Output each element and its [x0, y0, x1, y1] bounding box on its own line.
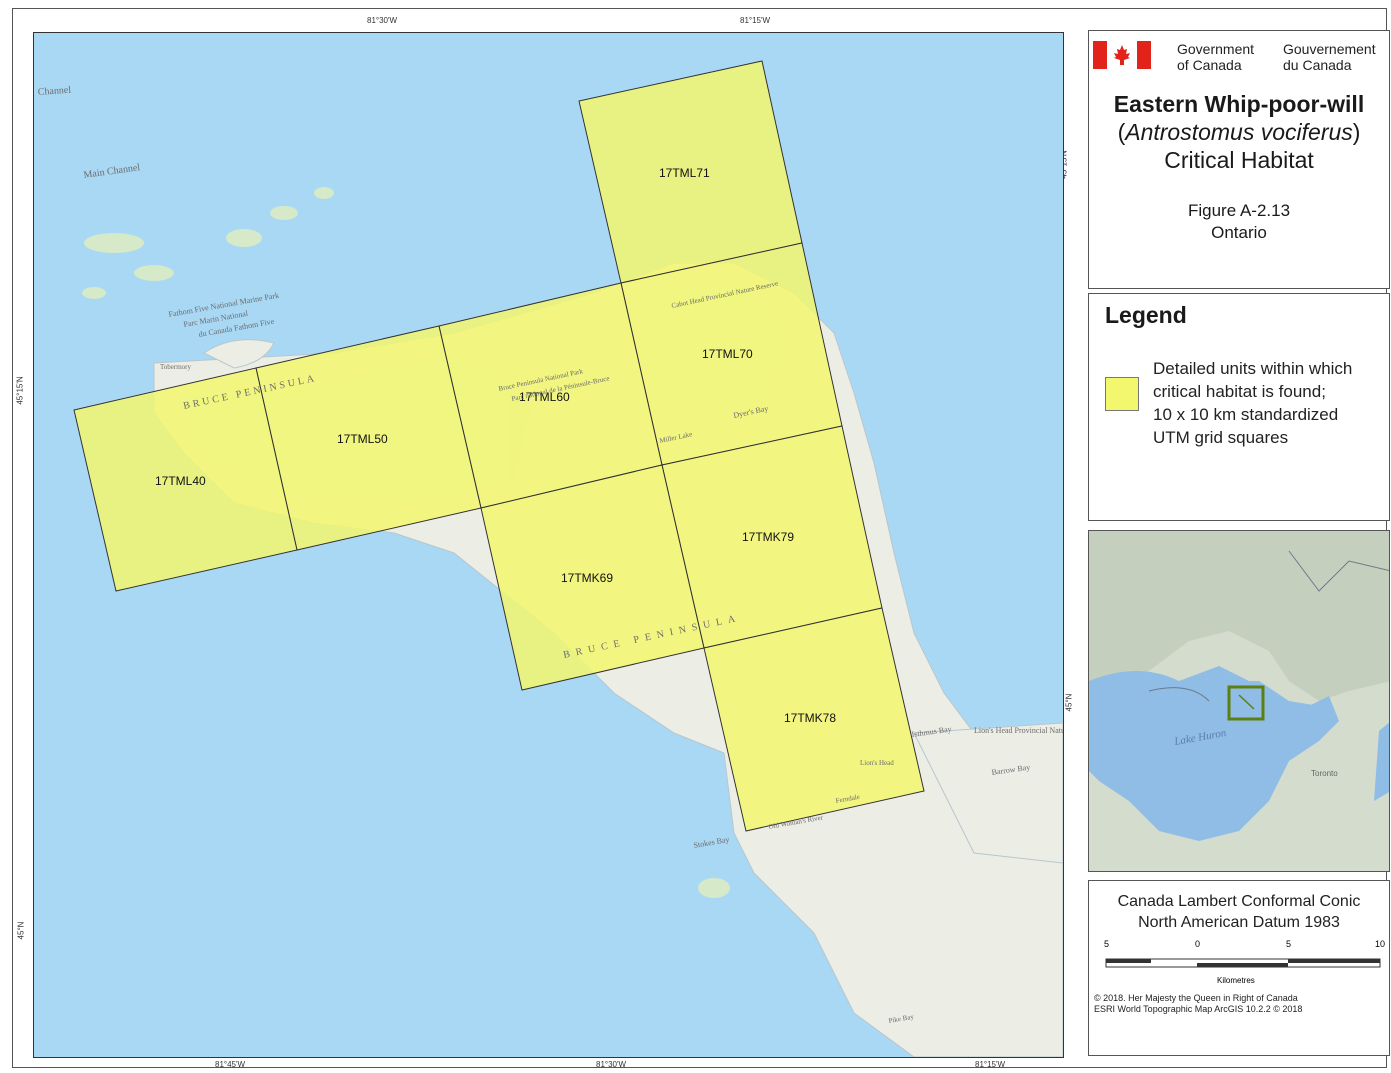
gov-en-line: of Canada — [1177, 57, 1242, 73]
scale-label: 10 — [1375, 939, 1385, 949]
grid-label: 17TML71 — [659, 166, 710, 180]
place-label: Channel — [37, 85, 71, 98]
legend-item: Detailed units within which critical hab… — [1089, 357, 1389, 449]
habitat-squares — [73, 60, 925, 832]
main-map[interactable]: 17TML71 17TML70 17TML60 17TML50 17TML40 … — [33, 32, 1064, 1058]
canada-flag-icon — [1093, 41, 1151, 69]
scale-label: 0 — [1195, 939, 1200, 949]
projection: Canada Lambert Conformal Conic — [1117, 893, 1361, 910]
grid-label: 17TML60 — [519, 390, 570, 404]
scientific-name-text: Antrostomus vociferus — [1125, 119, 1353, 145]
datum: North American Datum 1983 — [1138, 914, 1340, 931]
legend-line: UTM grid squares — [1153, 428, 1289, 447]
scale-label: 5 — [1104, 939, 1109, 949]
map-canvas: 17TML71 17TML70 17TML60 17TML50 17TML40 … — [37, 60, 1063, 1057]
copyright-line: © 2018. Her Majesty the Queen in Right o… — [1094, 993, 1298, 1003]
gov-fr-line: du Canada — [1283, 57, 1352, 73]
region-name: Ontario — [1211, 223, 1267, 242]
left-tick: 45°15'N — [15, 376, 25, 405]
place-label: Lion's Head — [860, 759, 894, 767]
grid-square-17TML40 — [73, 367, 298, 592]
map-title: Eastern Whip-poor-will — [1113, 91, 1365, 117]
top-tick: 81°15'W — [740, 16, 771, 25]
scientific-name: (Antrostomus vociferus) — [1117, 119, 1361, 145]
legend-title: Legend — [1105, 302, 1187, 328]
inset-peninsula — [1238, 694, 1255, 710]
place-label: Tobermory — [160, 363, 192, 371]
place-label: Main Channel — [83, 162, 141, 181]
place-label: Stokes Bay — [693, 835, 730, 850]
bottom-tick: 81°45'W — [215, 1060, 246, 1069]
inset-canvas: Lake Huron Toronto — [1089, 531, 1389, 871]
grid-square-17TMK78 — [703, 607, 925, 832]
grid-label: 17TMK78 — [784, 711, 836, 725]
grid-label: 17TML50 — [337, 432, 388, 446]
grid-label: 17TML40 — [155, 474, 206, 488]
copyright-line: ESRI World Topographic Map ArcGIS 10.2.2… — [1094, 1004, 1303, 1014]
place-label: Lion's Head Provincial Nature Reserve — [974, 726, 1063, 735]
legend-line: critical habitat is found; — [1153, 382, 1326, 401]
bottom-tick: 81°30'W — [596, 1060, 627, 1069]
inset-city-label: Toronto — [1311, 769, 1338, 778]
scale-unit: Kilometres — [1217, 976, 1255, 985]
right-tick: 45°N — [1064, 693, 1074, 712]
legend-panel: Legend Detailed units within which criti… — [1088, 293, 1390, 521]
bottom-tick: 81°15'W — [975, 1060, 1006, 1069]
legend-line: 10 x 10 km standardized — [1153, 405, 1339, 424]
top-tick: 81°30'W — [367, 16, 398, 25]
scale-label: 5 — [1286, 939, 1291, 949]
gov-fr-line: Gouvernement — [1283, 41, 1376, 57]
islands — [82, 187, 730, 898]
figure-number: Figure A-2.13 — [1187, 201, 1291, 220]
government-signature: Government of Canada Gouvernement du Can… — [1089, 31, 1389, 73]
grid-label: 17TML70 — [702, 347, 753, 361]
scale-bar: 5 0 5 10 Kilometres — [1089, 933, 1389, 993]
grid-label: 17TMK69 — [561, 571, 613, 585]
footer-panel: Canada Lambert Conformal Conic North Ame… — [1088, 880, 1390, 1056]
gov-en-line: Government — [1177, 41, 1255, 57]
habitat-swatch — [1105, 377, 1139, 411]
left-tick: 45°N — [16, 921, 26, 940]
grid-label: 17TMK79 — [742, 530, 794, 544]
inset-extent-box — [1227, 685, 1265, 721]
map-subtitle: Critical Habitat — [1164, 147, 1314, 173]
legend-line: Detailed units within which — [1153, 359, 1353, 378]
title-panel: Government of Canada Gouvernement du Can… — [1088, 30, 1390, 289]
inset-map[interactable]: Lake Huron Toronto — [1088, 530, 1390, 872]
